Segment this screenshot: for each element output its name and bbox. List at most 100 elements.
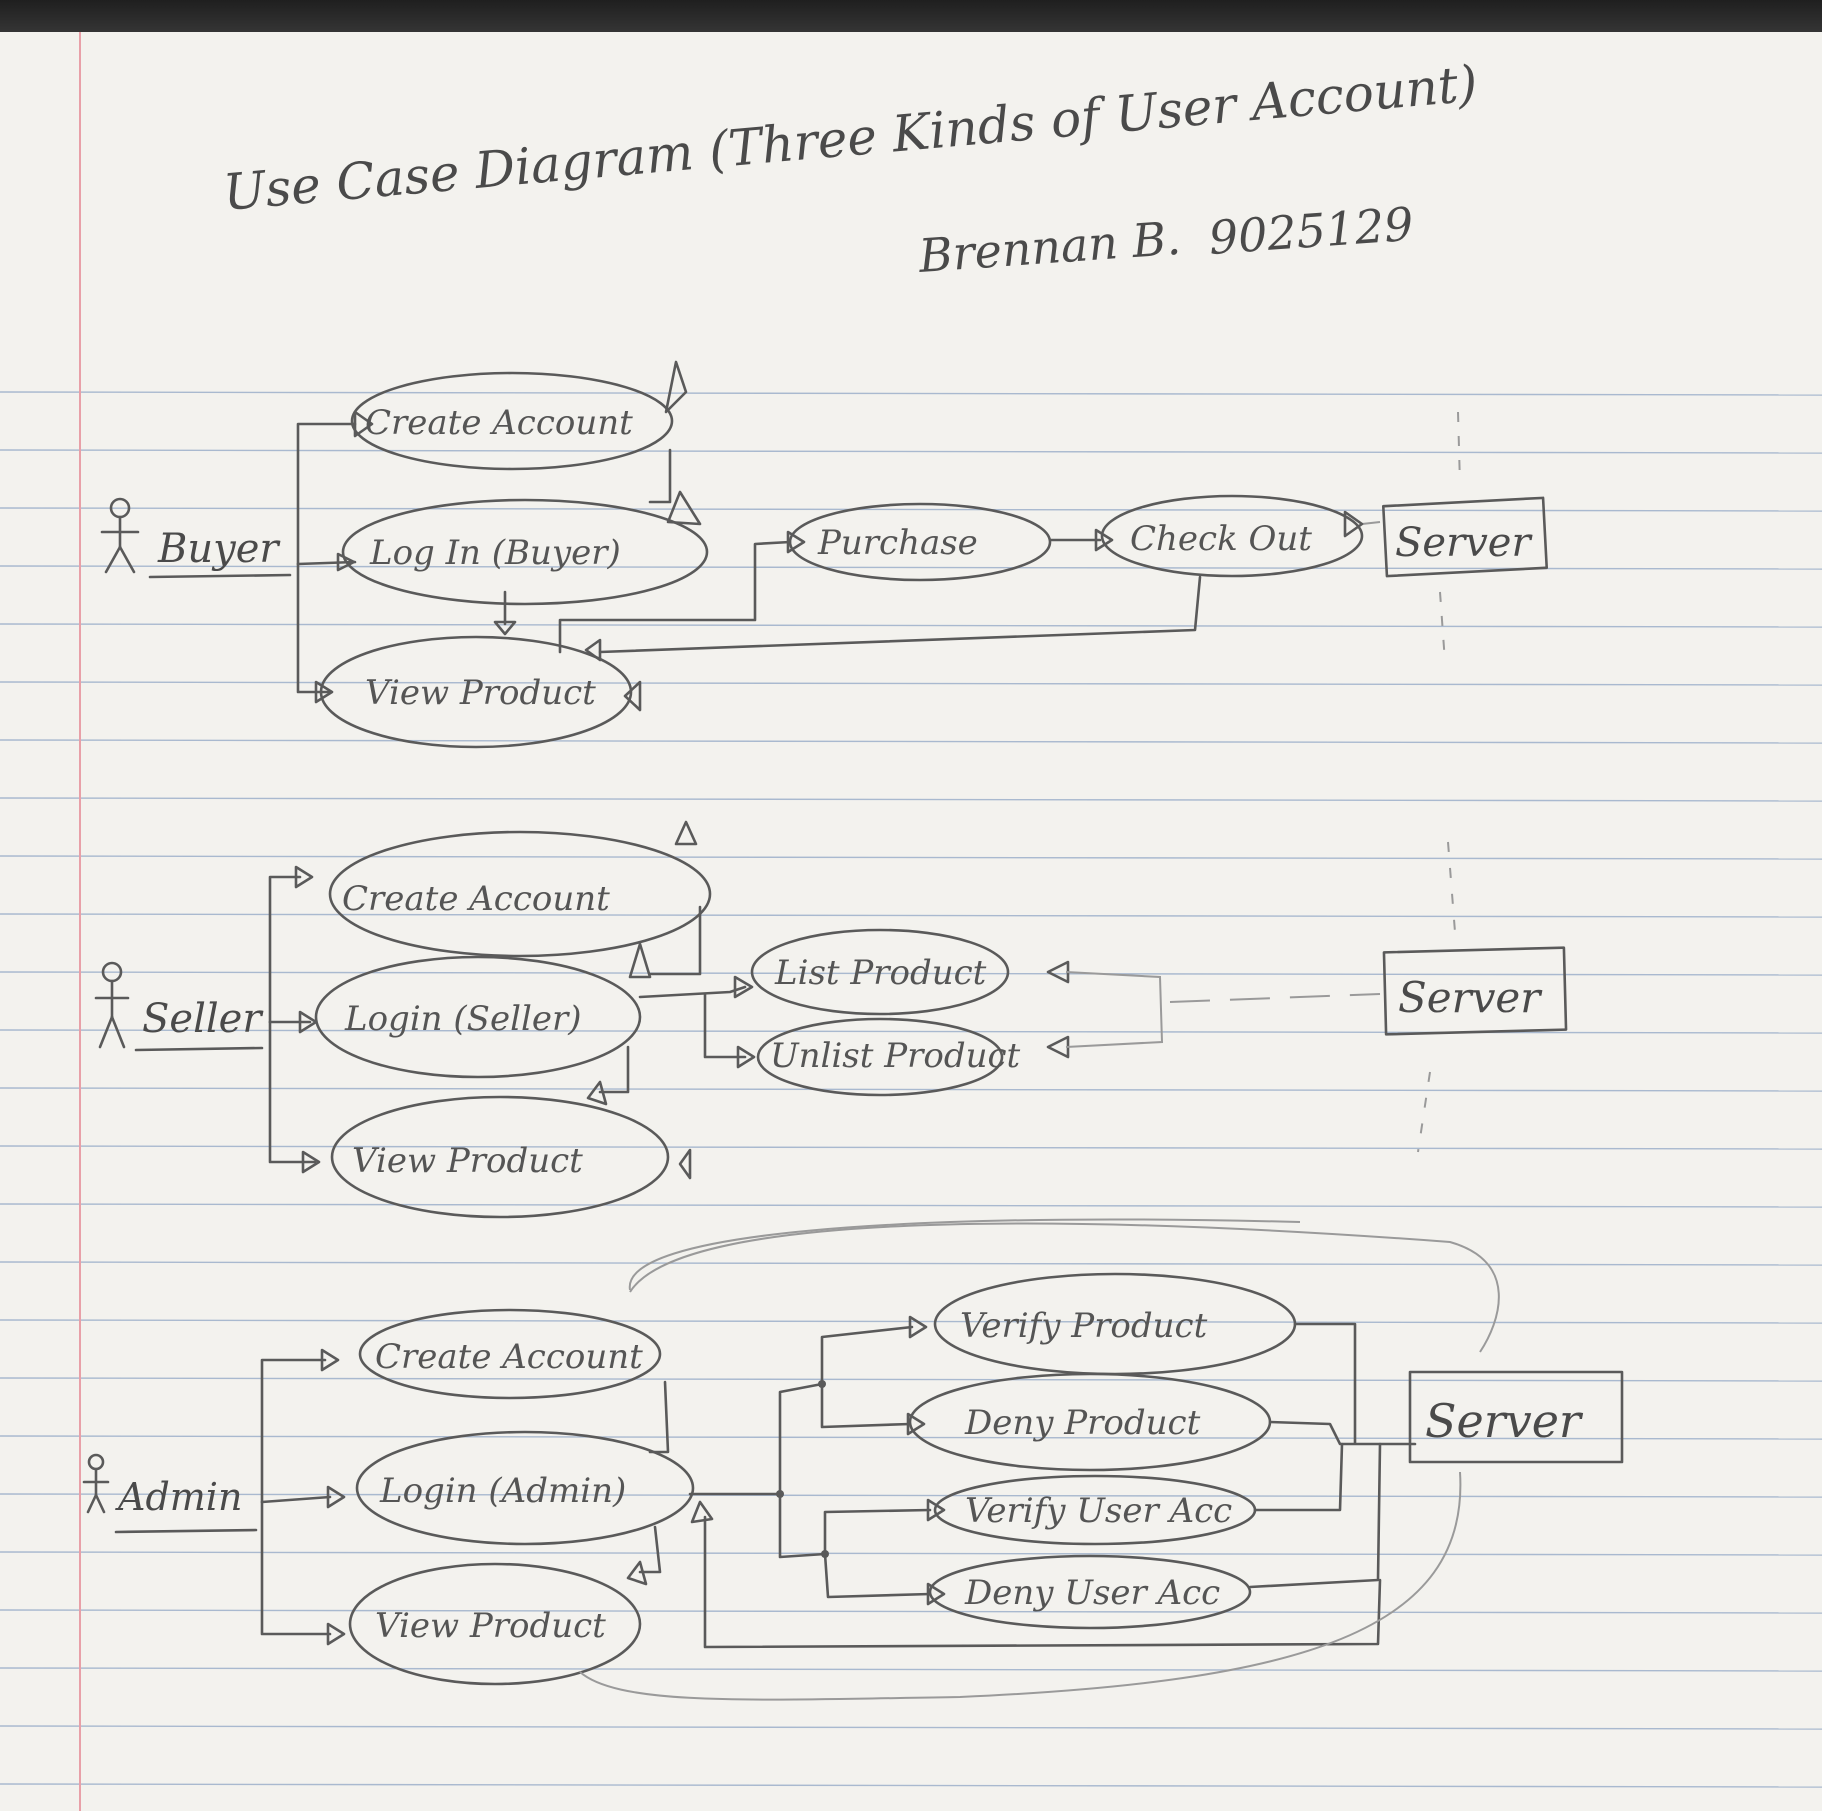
buyer-uc-login-label: Log In (Buyer) (369, 533, 621, 573)
buyer-checkout-to-view (598, 575, 1202, 654)
admin-bus-verify-user (778, 1492, 932, 1559)
arrowhead-icon (353, 410, 374, 438)
seller-login-to-unlist (703, 992, 747, 1059)
seller-uc-create-account (328, 830, 712, 958)
junction-dot (821, 1550, 829, 1558)
admin-uc-deny-product-label: Deny Product (964, 1403, 1201, 1443)
arrowhead-icon (626, 1560, 648, 1586)
seller-create-to-login (648, 905, 702, 976)
admin-actor-label: Admin (115, 1475, 242, 1519)
seller-actor-label: Seller (142, 996, 264, 1042)
seller-uc-list-product-label: List Product (774, 953, 987, 993)
seller-server-box (1382, 946, 1568, 1036)
seller-uc-unlist-product (756, 1017, 1004, 1097)
ruled-line (0, 1377, 1822, 1382)
admin-light-loop-top (629, 1222, 1500, 1353)
seller-actor-icon (94, 961, 130, 1049)
buyer-uc-checkout-label: Check Out (1130, 519, 1312, 559)
admin-collector-lower (1248, 1442, 1382, 1589)
arrowhead-icon (314, 680, 334, 704)
admin-login-to-view (638, 1525, 662, 1574)
arrowhead-icon (298, 1010, 318, 1034)
seller-login-to-list (638, 985, 747, 999)
lined-paper: Use Case Diagram (Three Kinds of User Ac… (0, 32, 1822, 1811)
arrowhead-icon (584, 638, 602, 662)
seller-uc-view-product (330, 1095, 670, 1219)
buyer-actor-icon (100, 497, 140, 574)
arrowhead-icon (786, 530, 806, 554)
ruled-line (0, 391, 1822, 396)
admin-bus-upper (688, 1325, 914, 1496)
buyer-login-to-purchase (558, 540, 792, 654)
admin-uc-login (355, 1430, 695, 1546)
ruled-line (0, 1145, 1822, 1150)
seller-uc-create-account-label: Create Account (342, 879, 610, 919)
buyer-uc-create-account (350, 371, 674, 471)
seller-link-view (268, 1020, 317, 1164)
admin-light-loop-mid (628, 1218, 1301, 1291)
buyer-uc-create-account-label: Create Account (365, 403, 633, 443)
arrowhead-icon (664, 360, 688, 414)
admin-link-login (260, 1495, 332, 1504)
student-id: 9025129 (1207, 197, 1415, 265)
admin-link-create (260, 1358, 327, 1504)
arrowhead-icon (301, 1150, 321, 1174)
arrowhead-icon (1046, 1035, 1070, 1059)
buyer-uc-checkout (1100, 494, 1364, 578)
seller-uc-bracket (1065, 971, 1164, 1048)
arrowhead-icon (493, 620, 517, 636)
arrowhead-icon (336, 552, 356, 572)
seller-server-label: Server (1398, 973, 1543, 1022)
admin-actor-icon (82, 1453, 110, 1514)
buyer-actor-label: Buyer (157, 526, 281, 572)
admin-bus-deny-user (823, 1552, 932, 1599)
arrowhead-icon (294, 865, 314, 889)
seller-underline (134, 1046, 264, 1052)
admin-uc-create-account-label: Create Account (375, 1337, 643, 1377)
admin-bus-deny-product (820, 1382, 912, 1429)
seller-server-link (1169, 993, 1381, 1003)
ruled-line (0, 1087, 1822, 1092)
seller-login-to-view (598, 1045, 630, 1094)
arrowhead-icon (1046, 960, 1070, 984)
admin-uc-deny-user (928, 1554, 1252, 1630)
ruled-line (0, 1667, 1822, 1672)
buyer-section: Buyer Create Account Log In (Buyer) View… (100, 360, 1549, 749)
buyer-link-view (296, 562, 332, 694)
seller-uc-login-label: Login (Seller) (344, 999, 581, 1039)
ruled-line (0, 913, 1822, 918)
arrowhead-icon (623, 680, 642, 712)
admin-uc-verify-product-label: Verify Product (960, 1306, 1208, 1346)
author-name: Brennan B. (916, 211, 1183, 283)
ruled-line (0, 1261, 1822, 1266)
buyer-checkout-to-server (1361, 521, 1381, 525)
diagram-title: Use Case Diagram (Three Kinds of User Ac… (221, 54, 1480, 221)
admin-uc-create-account (358, 1308, 662, 1400)
arrowhead-icon (320, 1348, 340, 1372)
ruled-line (0, 855, 1822, 860)
arrowhead-icon (586, 1080, 608, 1106)
ruled-line (0, 1493, 1822, 1498)
arrowhead-icon (908, 1315, 928, 1339)
arrowhead-icon (678, 1148, 692, 1180)
arrowhead-icon (1343, 510, 1364, 538)
admin-create-to-login (648, 1380, 670, 1454)
arrowhead-icon (690, 1500, 714, 1524)
arrowhead-icon (736, 1045, 756, 1069)
buyer-uc-purchase-label: Purchase (817, 523, 978, 563)
buyer-uc-view-product-label: View Product (365, 673, 596, 713)
arrowhead-icon (326, 1485, 346, 1509)
buyer-server-box (1381, 496, 1549, 578)
ruled-line (0, 739, 1822, 744)
admin-underline (114, 1528, 258, 1534)
buyer-link-create (296, 422, 357, 566)
admin-collector-right (1268, 1322, 1417, 1446)
admin-section: Admin Create Account Login (Admin) View … (82, 1218, 1624, 1701)
admin-uc-login-label: Login (Admin) (379, 1471, 626, 1511)
ruled-line (0, 681, 1822, 686)
ruled-line (0, 449, 1822, 454)
ruled-line (0, 507, 1822, 512)
admin-uc-view-product-label: View Product (375, 1606, 606, 1646)
admin-server-box (1408, 1370, 1624, 1464)
arrowhead-icon (906, 1412, 926, 1436)
